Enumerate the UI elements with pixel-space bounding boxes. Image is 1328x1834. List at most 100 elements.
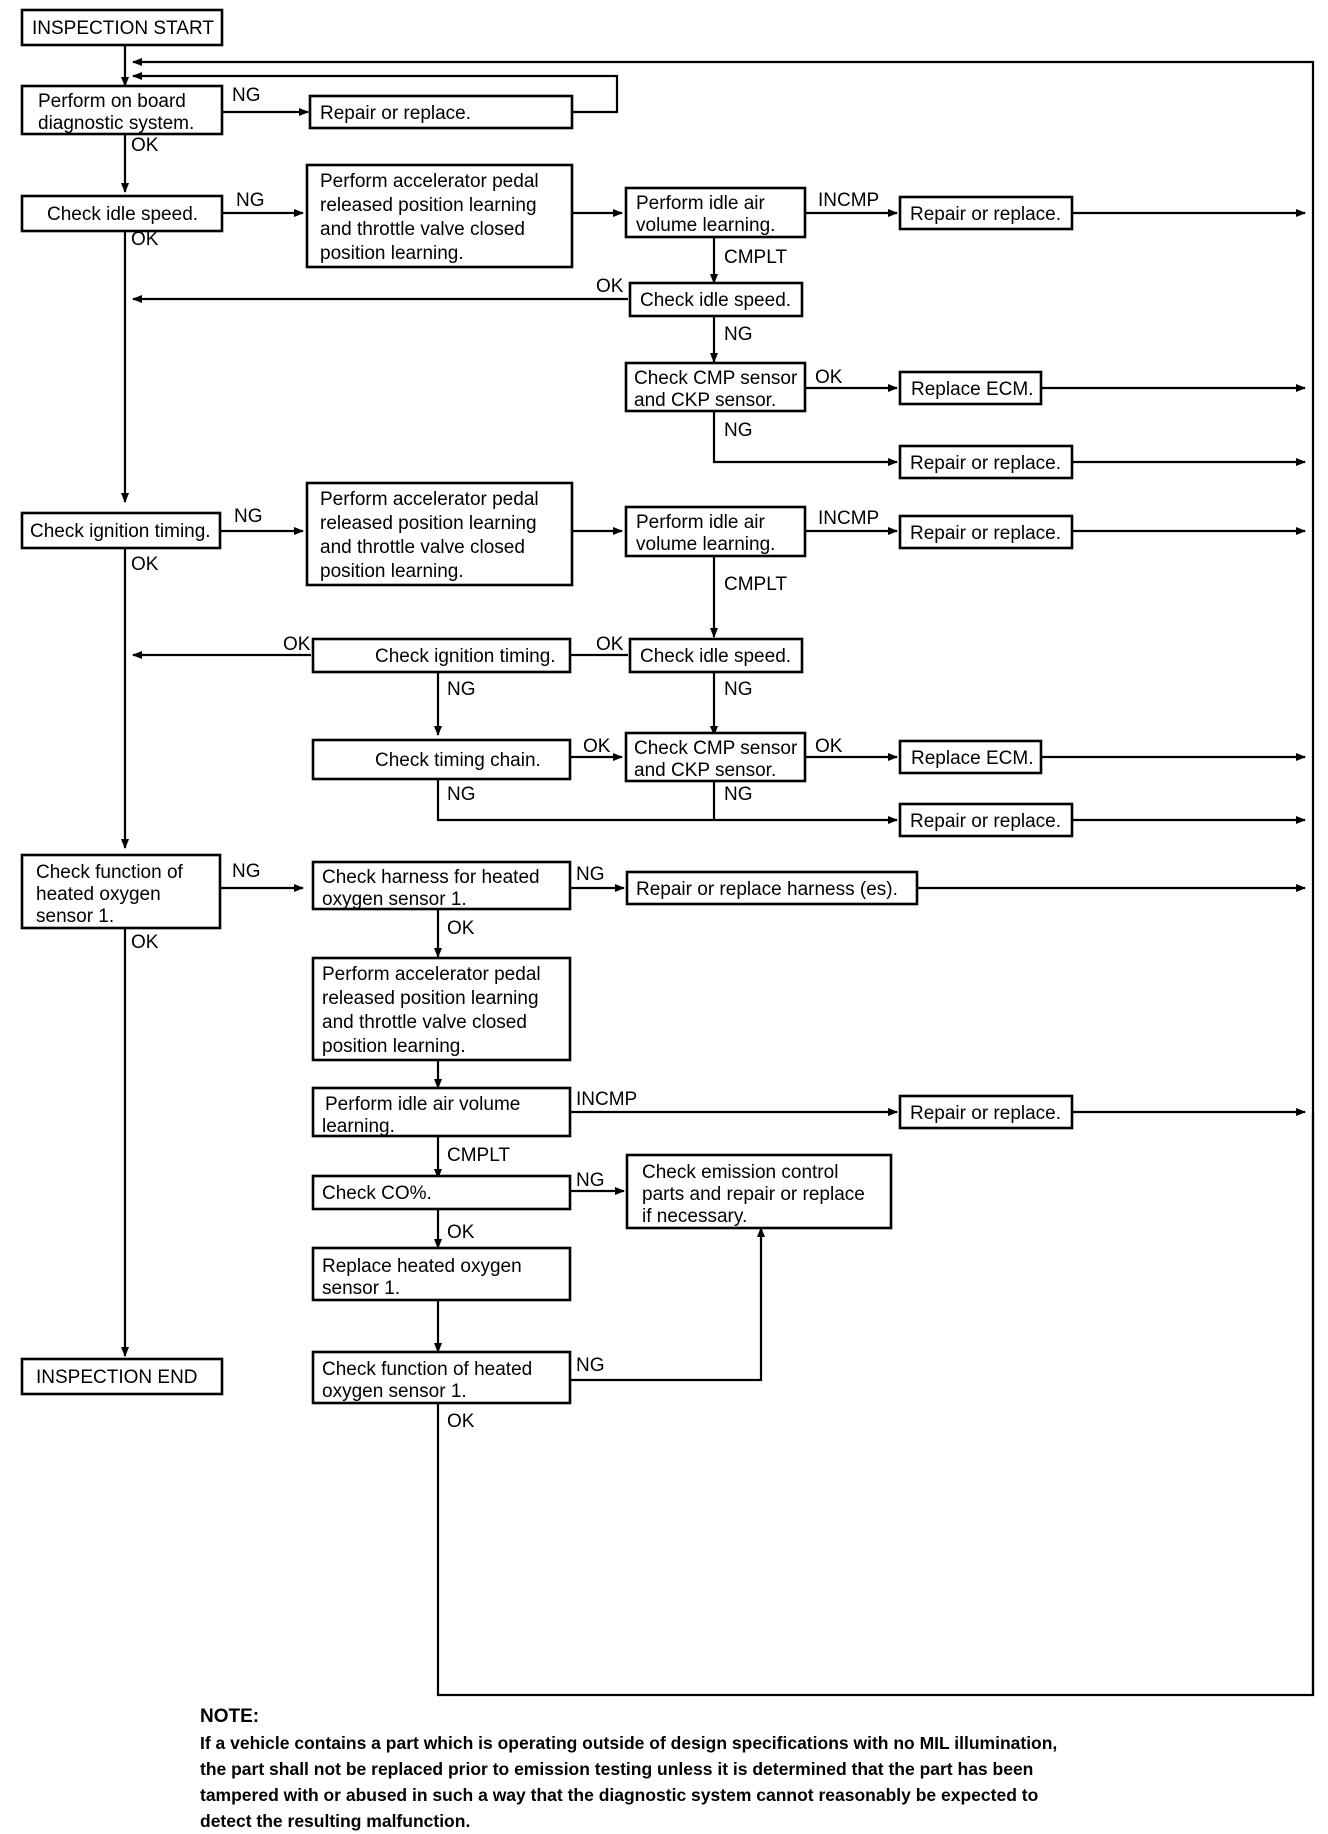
edge-label-iav1-cmplt: CMPLT	[724, 247, 787, 268]
node-check-ignition-timing-2[interactable]: Check ignition timing.	[311, 637, 572, 674]
node-learning-1-line1: Perform accelerator pedal	[320, 171, 539, 192]
node-repair-harness-label: Repair or replace harness (es).	[636, 879, 898, 900]
node-obd-line1: Perform on board	[38, 91, 186, 112]
node-cmp-ckp-2-line2: and CKP sensor.	[634, 760, 776, 781]
note-line-3: tampered with or abused in such a way th…	[200, 1785, 1038, 1805]
edge-label-ign2-ok: OK	[283, 634, 311, 655]
node-check-function-ho2-bottom-line2: oxygen sensor 1.	[322, 1381, 467, 1402]
node-cmp-ckp-1-line1: Check CMP sensor	[634, 368, 798, 389]
node-learning-2[interactable]: Perform accelerator pedal released posit…	[305, 481, 574, 587]
note-title: NOTE:	[200, 1706, 259, 1727]
node-idle-air-volume-2-line1: Perform idle air	[636, 512, 765, 533]
node-replace-ho2[interactable]: Replace heated oxygen sensor 1.	[311, 1246, 572, 1302]
node-check-co-label: Check CO%.	[322, 1183, 432, 1204]
node-inspection-end-label: INSPECTION END	[36, 1367, 198, 1388]
node-cmp-ckp-2[interactable]: Check CMP sensor and CKP sensor.	[624, 731, 807, 783]
node-repair-1-label: Repair or replace.	[320, 103, 471, 124]
node-learning-1-line2: released position learning	[320, 195, 537, 216]
node-inspection-end[interactable]: INSPECTION END	[20, 1357, 224, 1396]
node-idle-air-volume-2-line2: volume learning.	[636, 534, 775, 555]
node-idle-air-volume-3-line2: learning.	[322, 1116, 395, 1137]
node-repair-3[interactable]: Repair or replace.	[898, 444, 1074, 480]
node-replace-ecm-1-label: Replace ECM.	[911, 379, 1034, 400]
node-idle-air-volume-1[interactable]: Perform idle air volume learning.	[624, 186, 807, 239]
node-check-function-ho2-left[interactable]: Check function of heated oxygen sensor 1…	[20, 853, 222, 930]
edge-label-iav1-incmp: INCMP	[818, 190, 879, 211]
edge-label-ign2-ng: NG	[447, 679, 476, 700]
node-replace-ecm-2[interactable]: Replace ECM.	[898, 739, 1043, 775]
node-check-function-ho2-left-line2: heated oxygen	[36, 884, 161, 905]
node-repair-5[interactable]: Repair or replace.	[898, 802, 1074, 838]
edge-label-idle2-ok: OK	[596, 276, 624, 297]
node-idle-air-volume-3[interactable]: Perform idle air volume learning.	[311, 1086, 572, 1138]
edge-label-idle3-ok: OK	[596, 634, 624, 655]
node-check-function-ho2-left-line3: sensor 1.	[36, 906, 114, 927]
edge-label-ho2-ok: OK	[131, 932, 159, 953]
node-learning-1-line3: and throttle valve closed	[320, 219, 525, 240]
edge-label-cmp2-ng: NG	[724, 784, 753, 805]
note-line-4: detect the resulting malfunction.	[200, 1811, 470, 1831]
edge-label-iav3-incmp: INCMP	[576, 1089, 637, 1110]
node-obd-line2: diagnostic system.	[38, 113, 194, 134]
edge-label-harness-ng: NG	[576, 864, 605, 885]
node-cmp-ckp-1[interactable]: Check CMP sensor and CKP sensor.	[624, 361, 807, 413]
node-cmp-ckp-1-line2: and CKP sensor.	[634, 390, 776, 411]
node-repair-4[interactable]: Repair or replace.	[898, 514, 1074, 550]
edge-label-checkho2-ng: NG	[576, 1355, 605, 1376]
node-check-idle-speed-1[interactable]: Check idle speed.	[20, 194, 224, 233]
edge-label-obd-ok: OK	[131, 135, 159, 156]
edge-label-harness-ok: OK	[447, 918, 475, 939]
node-idle-air-volume-2[interactable]: Perform idle air volume learning.	[624, 505, 807, 558]
edge-label-idle2-ng: NG	[724, 324, 753, 345]
node-learning-3-line4: position learning.	[322, 1036, 466, 1057]
node-check-harness-line1: Check harness for heated	[322, 867, 540, 888]
edge-label-ign1-ok: OK	[131, 554, 159, 575]
node-inspection-start[interactable]: INSPECTION START	[20, 8, 224, 47]
node-check-harness-line2: oxygen sensor 1.	[322, 889, 467, 910]
node-check-function-ho2-bottom[interactable]: Check function of heated oxygen sensor 1…	[311, 1350, 572, 1405]
node-learning-3[interactable]: Perform accelerator pedal released posit…	[311, 956, 572, 1062]
conn-checkho2-ng	[570, 1227, 765, 1382]
node-check-emission[interactable]: Check emission control parts and repair …	[625, 1153, 893, 1230]
node-repair-2[interactable]: Repair or replace.	[898, 195, 1074, 231]
node-learning-3-line1: Perform accelerator pedal	[322, 964, 541, 985]
node-check-timing-chain[interactable]: Check timing chain.	[311, 738, 572, 781]
edge-label-checkho2-ok: OK	[447, 1411, 475, 1432]
node-check-timing-chain-label: Check timing chain.	[375, 750, 541, 771]
node-learning-2-line3: and throttle valve closed	[320, 537, 525, 558]
node-check-harness[interactable]: Check harness for heated oxygen sensor 1…	[311, 860, 572, 911]
node-learning-1[interactable]: Perform accelerator pedal released posit…	[305, 163, 574, 269]
node-learning-2-line4: position learning.	[320, 561, 464, 582]
node-idle-air-volume-1-line1: Perform idle air	[636, 193, 765, 214]
edge-label-cmp2-ok: OK	[815, 736, 843, 757]
edge-label-idle1-ok: OK	[131, 229, 159, 250]
node-check-idle-speed-2[interactable]: Check idle speed.	[628, 281, 804, 318]
node-idle-air-volume-1-line2: volume learning.	[636, 215, 775, 236]
node-inspection-start-label: INSPECTION START	[32, 18, 214, 39]
node-check-ignition-timing-1[interactable]: Check ignition timing.	[20, 511, 222, 550]
edge-label-idle1-ng: NG	[236, 190, 265, 211]
conn-repair1-loop	[132, 72, 619, 114]
node-check-idle-speed-3[interactable]: Check idle speed.	[628, 637, 804, 674]
node-repair-6[interactable]: Repair or replace.	[898, 1094, 1074, 1130]
node-replace-ecm-1[interactable]: Replace ECM.	[898, 370, 1043, 406]
edge-label-iav2-cmplt: CMPLT	[724, 574, 787, 595]
edge-label-idle3-ng: NG	[724, 679, 753, 700]
node-learning-3-line2: released position learning	[322, 988, 539, 1009]
note-line-2: the part shall not be replaced prior to …	[200, 1759, 1033, 1779]
note-line-1: If a vehicle contains a part which is op…	[200, 1733, 1057, 1753]
node-repair-1[interactable]: Repair or replace.	[308, 94, 574, 130]
node-repair-harness[interactable]: Repair or replace harness (es).	[625, 870, 919, 906]
node-check-co[interactable]: Check CO%.	[311, 1174, 572, 1211]
node-repair-3-label: Repair or replace.	[910, 453, 1061, 474]
node-learning-2-line2: released position learning	[320, 513, 537, 534]
edge-label-iav2-incmp: INCMP	[818, 508, 879, 529]
edge-label-cmp1-ng: NG	[724, 420, 753, 441]
node-check-emission-line1: Check emission control	[642, 1162, 838, 1183]
node-obd[interactable]: Perform on board diagnostic system.	[20, 84, 224, 136]
node-check-function-ho2-bottom-line1: Check function of heated	[322, 1359, 532, 1380]
node-learning-2-line1: Perform accelerator pedal	[320, 489, 539, 510]
node-check-idle-speed-1-label: Check idle speed.	[47, 204, 198, 225]
